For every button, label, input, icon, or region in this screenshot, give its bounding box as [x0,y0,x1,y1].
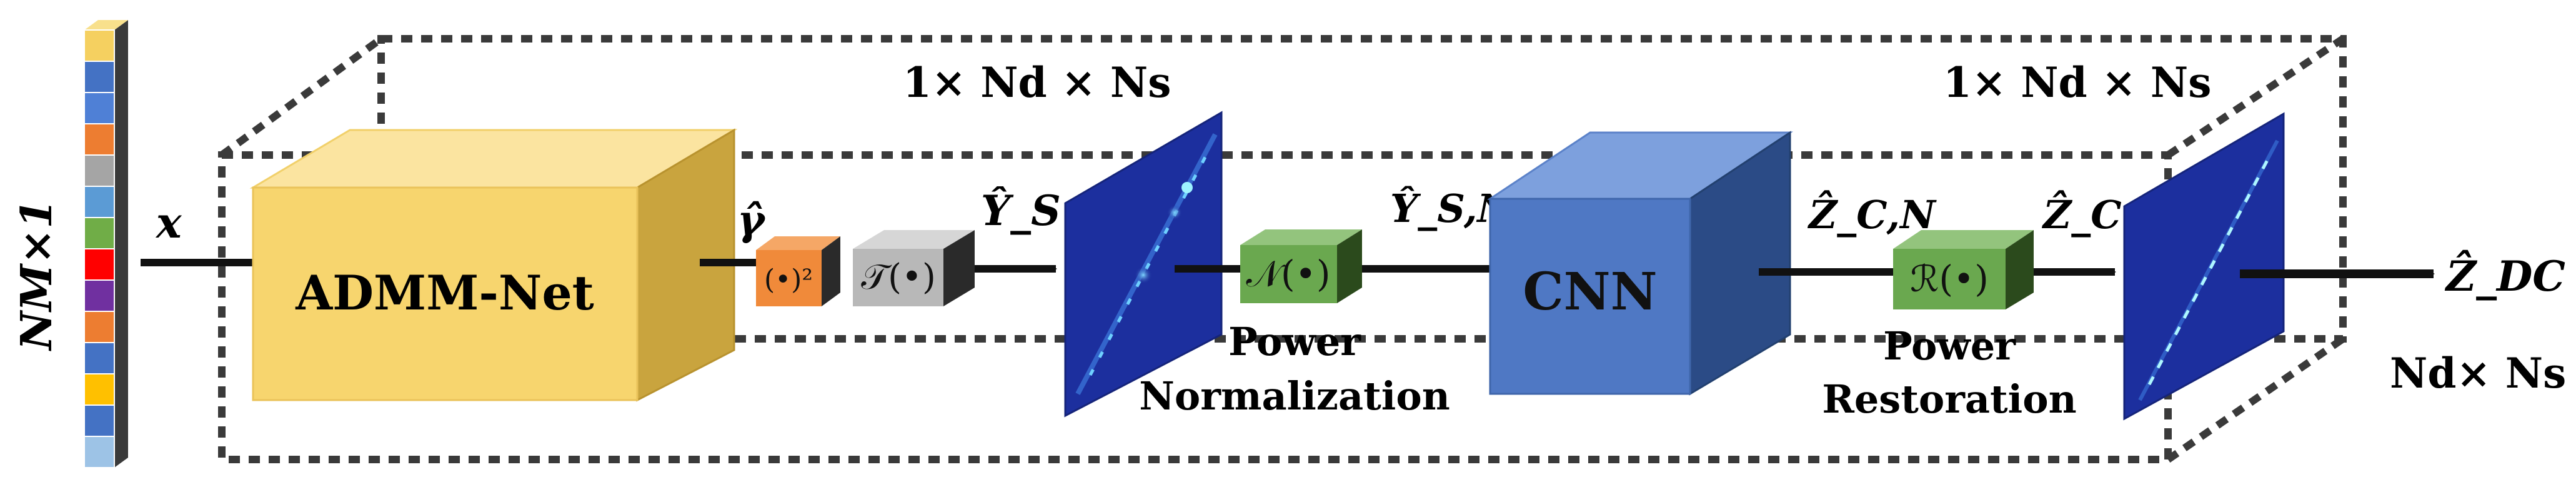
input-vector-cell [84,61,115,93]
normalize-block [1240,229,1362,303]
power-normalization-caption-line1: Power [1228,319,1361,364]
input-vector-cell [84,248,115,281]
admm-net-label: ADMM-Net [295,265,594,321]
input-vector-cell [84,279,115,312]
heatmap-right [2123,112,2285,421]
input-vector-cell [84,186,115,218]
square-block [756,236,840,306]
input-vector-cell [84,404,115,437]
input-vector-cell [84,92,115,124]
dims-label-left: 1× Nd × Ns [903,58,1171,107]
power-restoration-caption-line1: Power [1883,323,2016,369]
dashed-volume [218,35,2347,463]
input-vector-cell [84,436,115,468]
heatmap-left [1064,111,1223,418]
normalize-label: 𝒩(•) [1246,253,1330,295]
gamma-hat-symbol: γ̂ [737,196,767,244]
input-vector-label: NM×1 [12,199,62,351]
restore-label: ℛ(•) [1910,258,1989,300]
input-vector-cell [84,373,115,406]
input-vector-cell [84,154,115,187]
zc-hat-symbol: Ẑ_C [2041,190,2122,238]
admm-net-block [249,128,738,402]
input-vector-cell [84,123,115,156]
x-symbol: x [155,198,182,248]
input-vector-cell [84,217,115,249]
input-vector-cell [84,311,115,343]
power-restoration-caption-line2: Restoration [1822,376,2076,422]
ys-hat-symbol: Ŷ_S [981,186,1061,235]
input-vector-cell [84,342,115,374]
dims-label-right: 1× Nd × Ns [1943,58,2211,107]
cnn-label: CNN [1523,262,1657,322]
power-normalization-caption-line2: Normalization [1139,373,1450,419]
input-vector-side [114,20,128,468]
zcn-hat-symbol: Ẑ_C,N [1807,190,1937,238]
zdc-hat-symbol: Ẑ_DC [2444,250,2565,301]
transform-label: 𝒯(•) [861,257,936,298]
cnn-block [1487,131,1793,396]
transform-block [853,230,975,306]
input-vector-top [84,20,128,30]
input-vector-cell [84,29,115,62]
dims-label-output: Nd× Ns [2390,349,2566,398]
input-vector [84,20,128,468]
restore-block [1893,230,2034,309]
square-label: (•)² [764,264,813,296]
